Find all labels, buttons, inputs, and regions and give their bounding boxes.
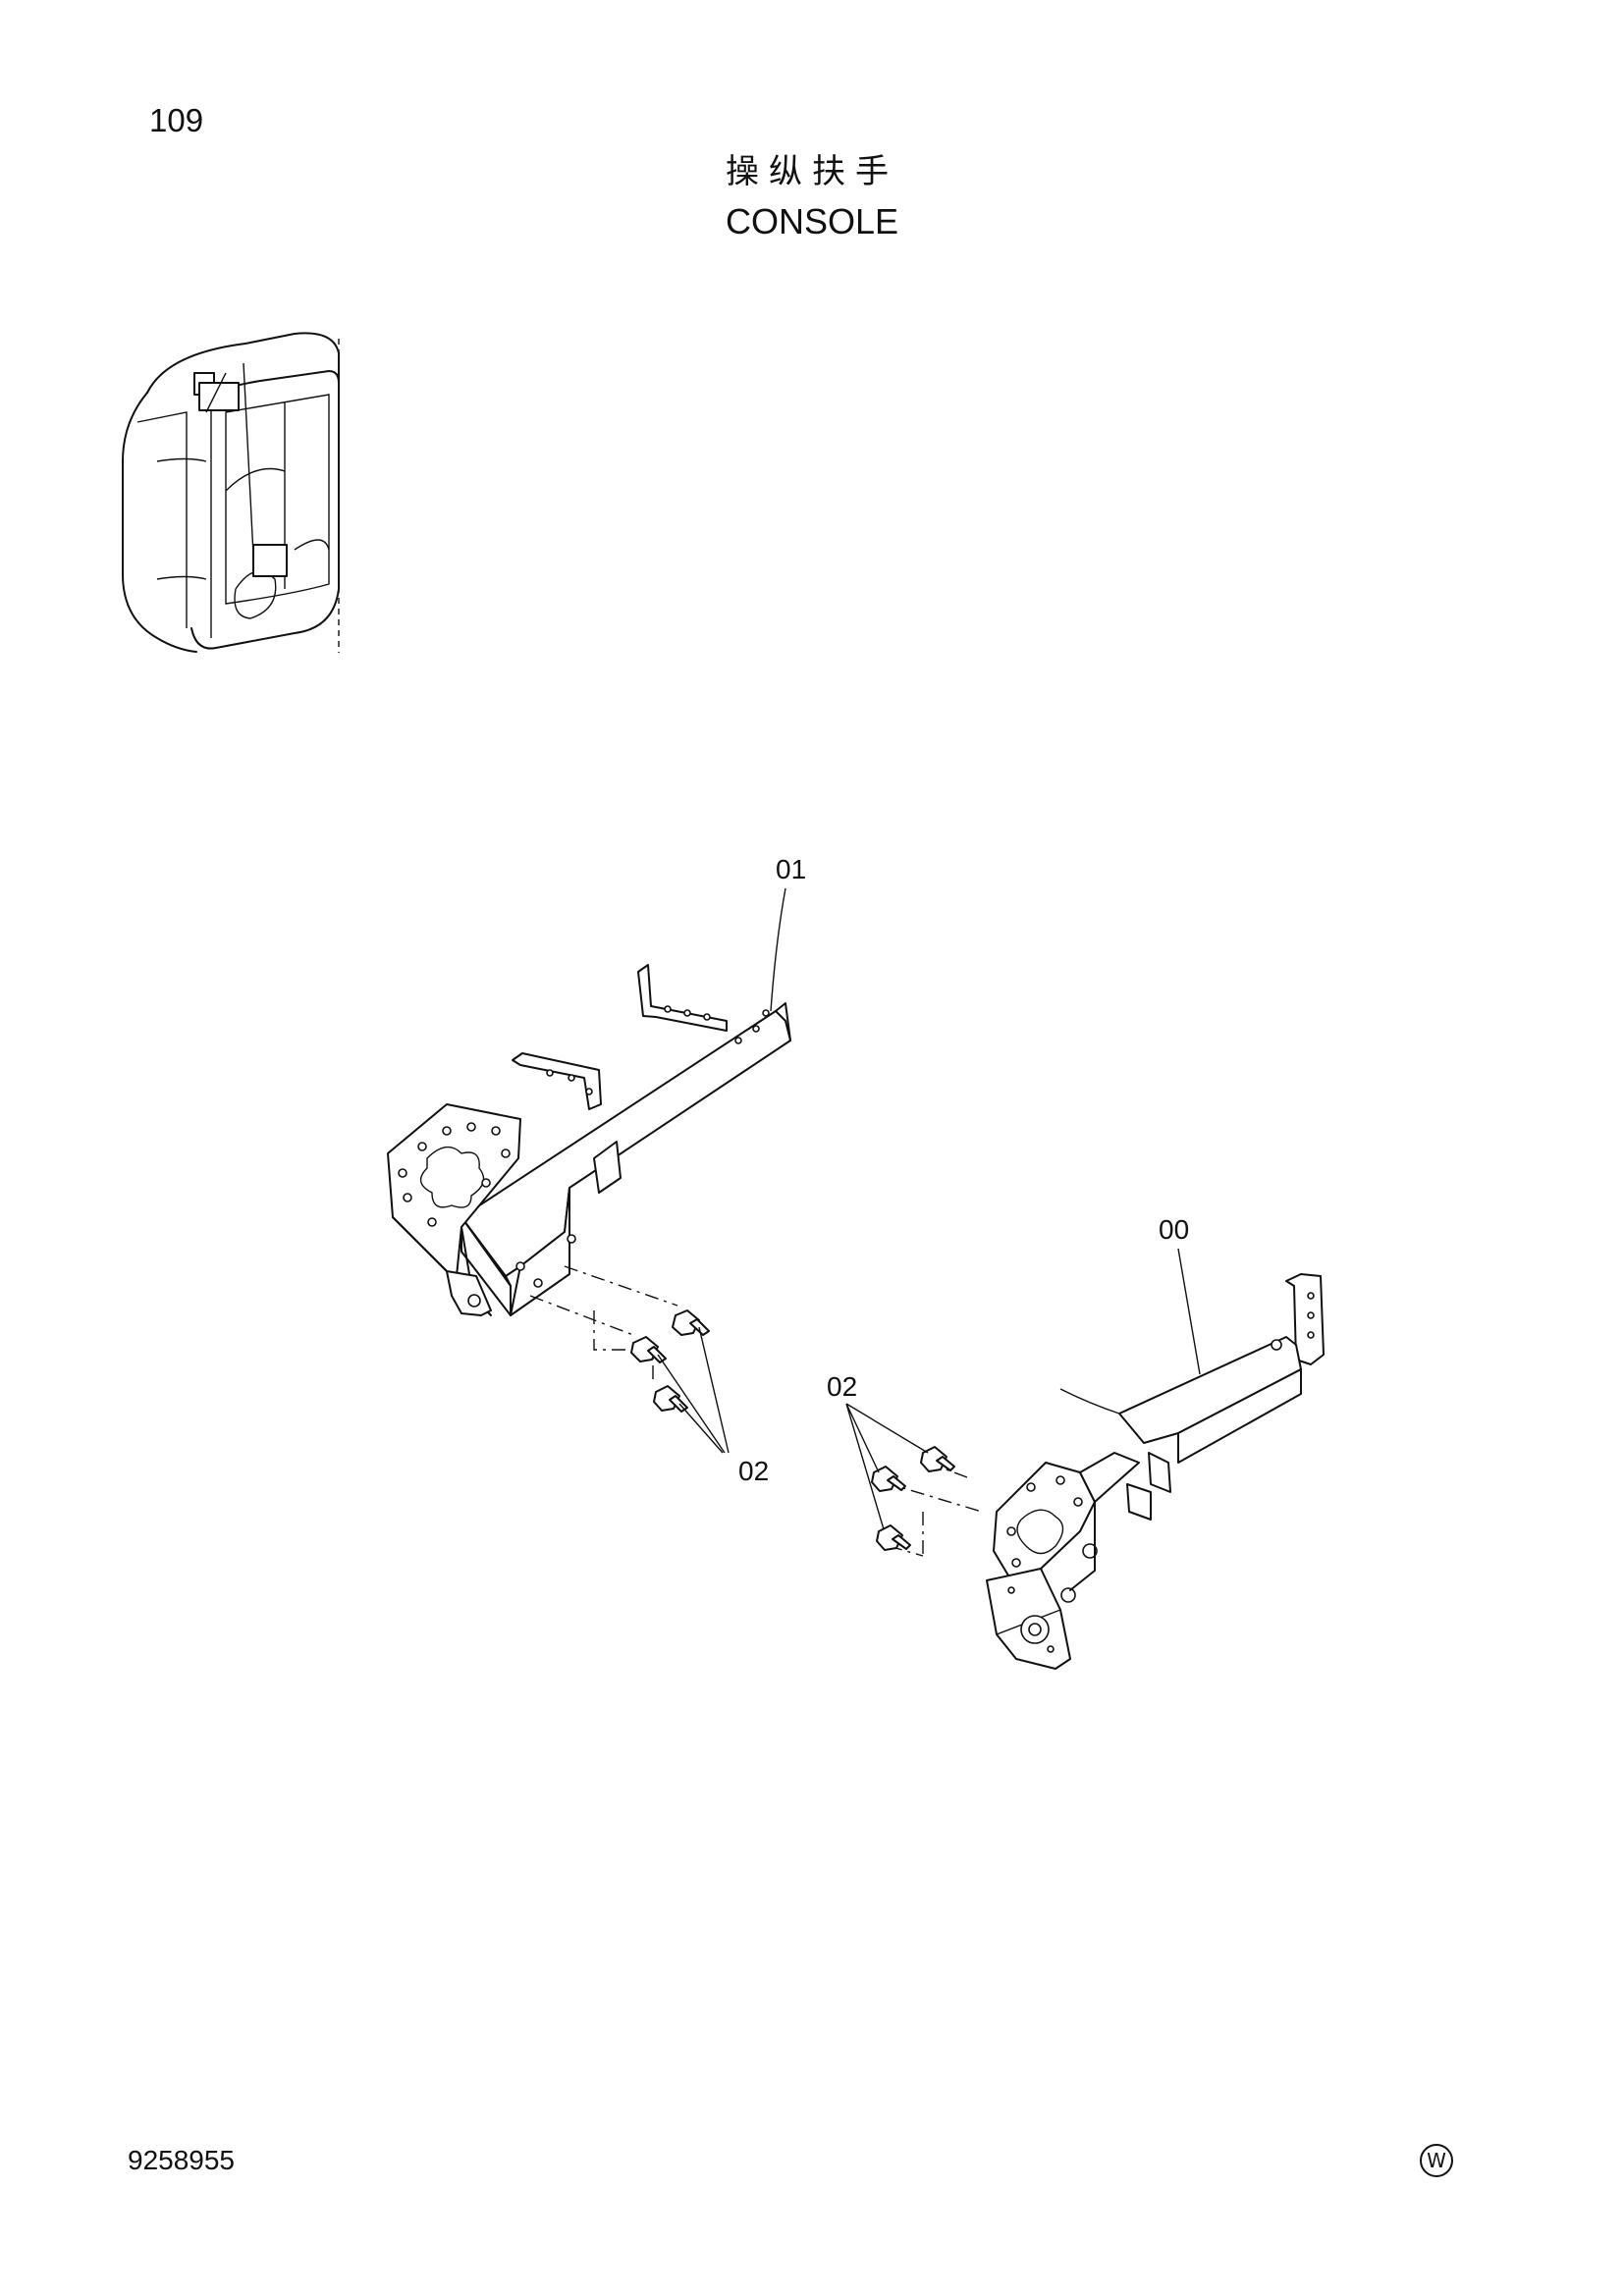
callout-02-left: 02 — [738, 1456, 769, 1486]
callout-02-right: 02 — [827, 1371, 857, 1402]
document-number: 9258955 — [128, 2145, 236, 2175]
part-01-console-frame — [387, 964, 791, 1316]
title-english: CONSOLE — [725, 201, 899, 241]
page-number: 109 — [149, 102, 204, 138]
part-00-console-frame — [986, 1273, 1325, 1670]
part-02-bolts-left — [529, 1265, 730, 1454]
manufacturer-mark: W — [1420, 2144, 1453, 2177]
callout-leader-01 — [770, 887, 786, 1012]
callout-00: 00 — [1159, 1214, 1189, 1245]
title-chinese: 操纵扶手 — [726, 152, 898, 191]
callout-leader-00 — [1177, 1248, 1201, 1375]
callout-01: 01 — [776, 854, 806, 884]
cab-locator-illustration — [122, 332, 340, 653]
part-02-bolts-right — [845, 1403, 983, 1557]
